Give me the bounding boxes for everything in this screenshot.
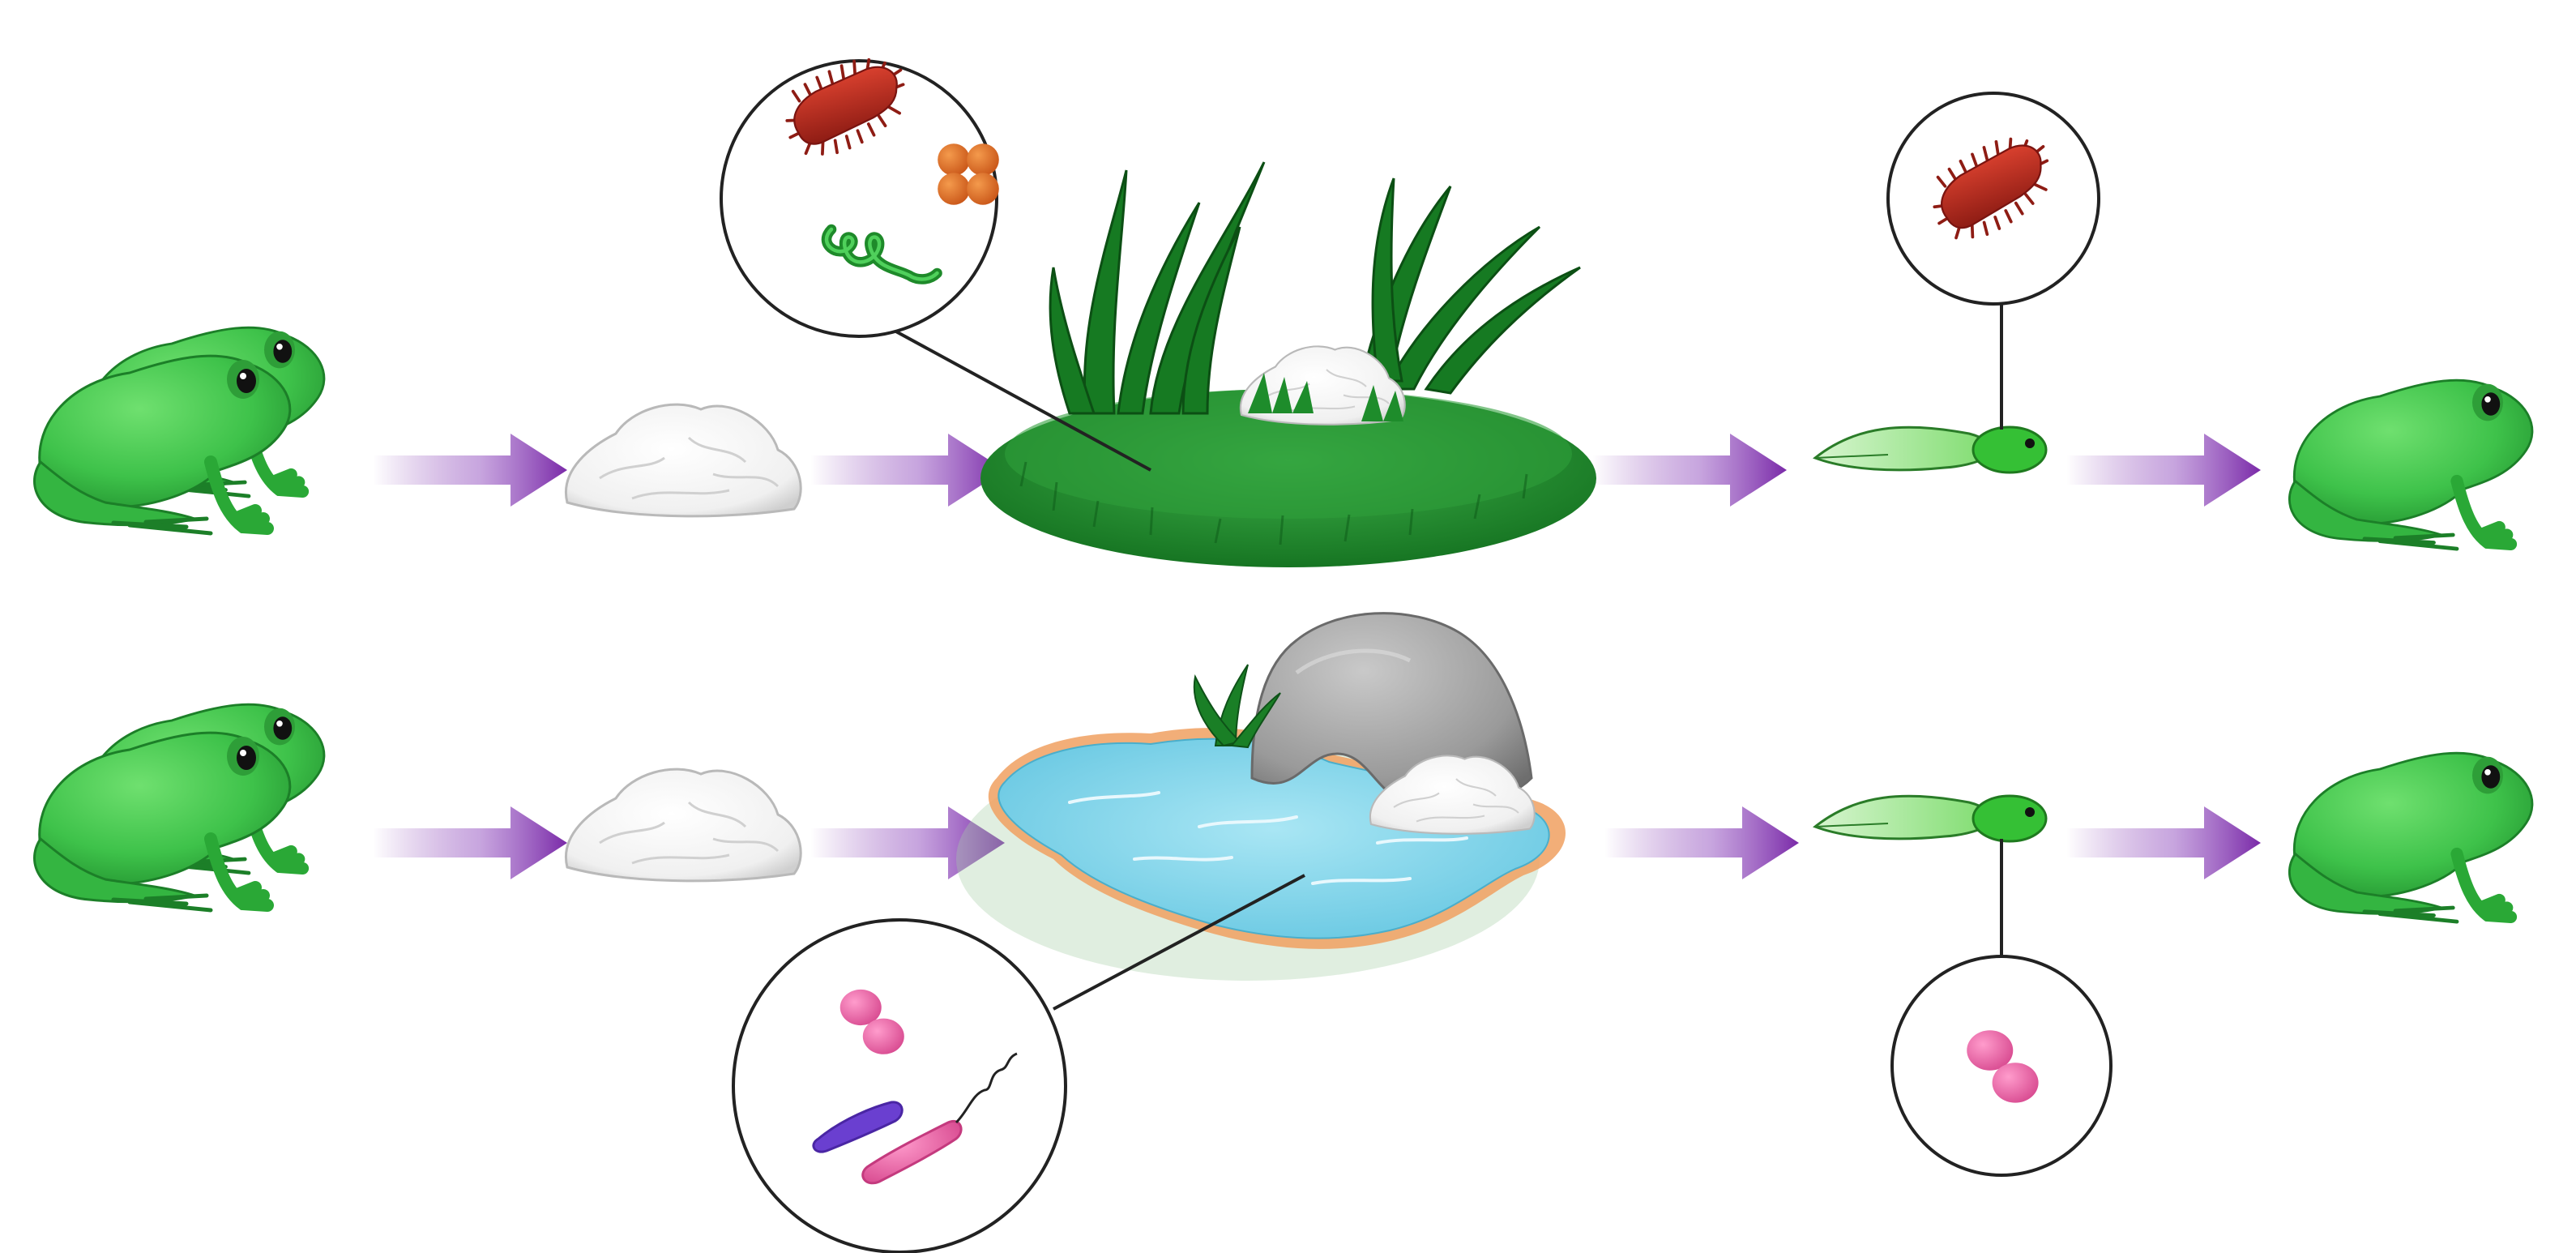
bottom-row bbox=[35, 612, 2532, 1253]
arrow-icon bbox=[810, 434, 1005, 507]
arrow-icon bbox=[373, 434, 567, 507]
arrow-icon bbox=[1592, 434, 1787, 507]
mating-frogs-icon bbox=[35, 327, 324, 533]
mating-frogs-icon bbox=[35, 704, 324, 910]
arrow-icon bbox=[2066, 434, 2261, 507]
top-row bbox=[35, 48, 2532, 567]
tadpole-icon bbox=[1813, 794, 2048, 843]
arrow-icon bbox=[373, 806, 567, 879]
egg-mass-icon bbox=[564, 403, 802, 518]
pink-flagellated-rod-icon bbox=[861, 1052, 1018, 1185]
adult-frog-icon bbox=[2289, 380, 2532, 549]
tadpole-microbes-callout bbox=[1886, 92, 2100, 306]
habitat-microbes-callout bbox=[732, 918, 1067, 1253]
egg-mass-icon bbox=[564, 768, 802, 883]
grass-habitat-icon bbox=[980, 161, 1596, 567]
purple-rod-bacterium-icon bbox=[812, 1101, 904, 1153]
tadpole-microbes-callout bbox=[1890, 955, 2112, 1177]
callout-line bbox=[1053, 874, 1305, 1011]
callout-line bbox=[874, 319, 1151, 472]
adult-frog-icon bbox=[2289, 753, 2532, 922]
habitat-microbes-callout bbox=[720, 48, 999, 338]
arrow-icon bbox=[1604, 806, 1799, 879]
tadpole-icon bbox=[1813, 426, 2048, 474]
arrow-icon bbox=[2066, 806, 2261, 879]
pond-habitat-icon bbox=[956, 612, 1566, 981]
